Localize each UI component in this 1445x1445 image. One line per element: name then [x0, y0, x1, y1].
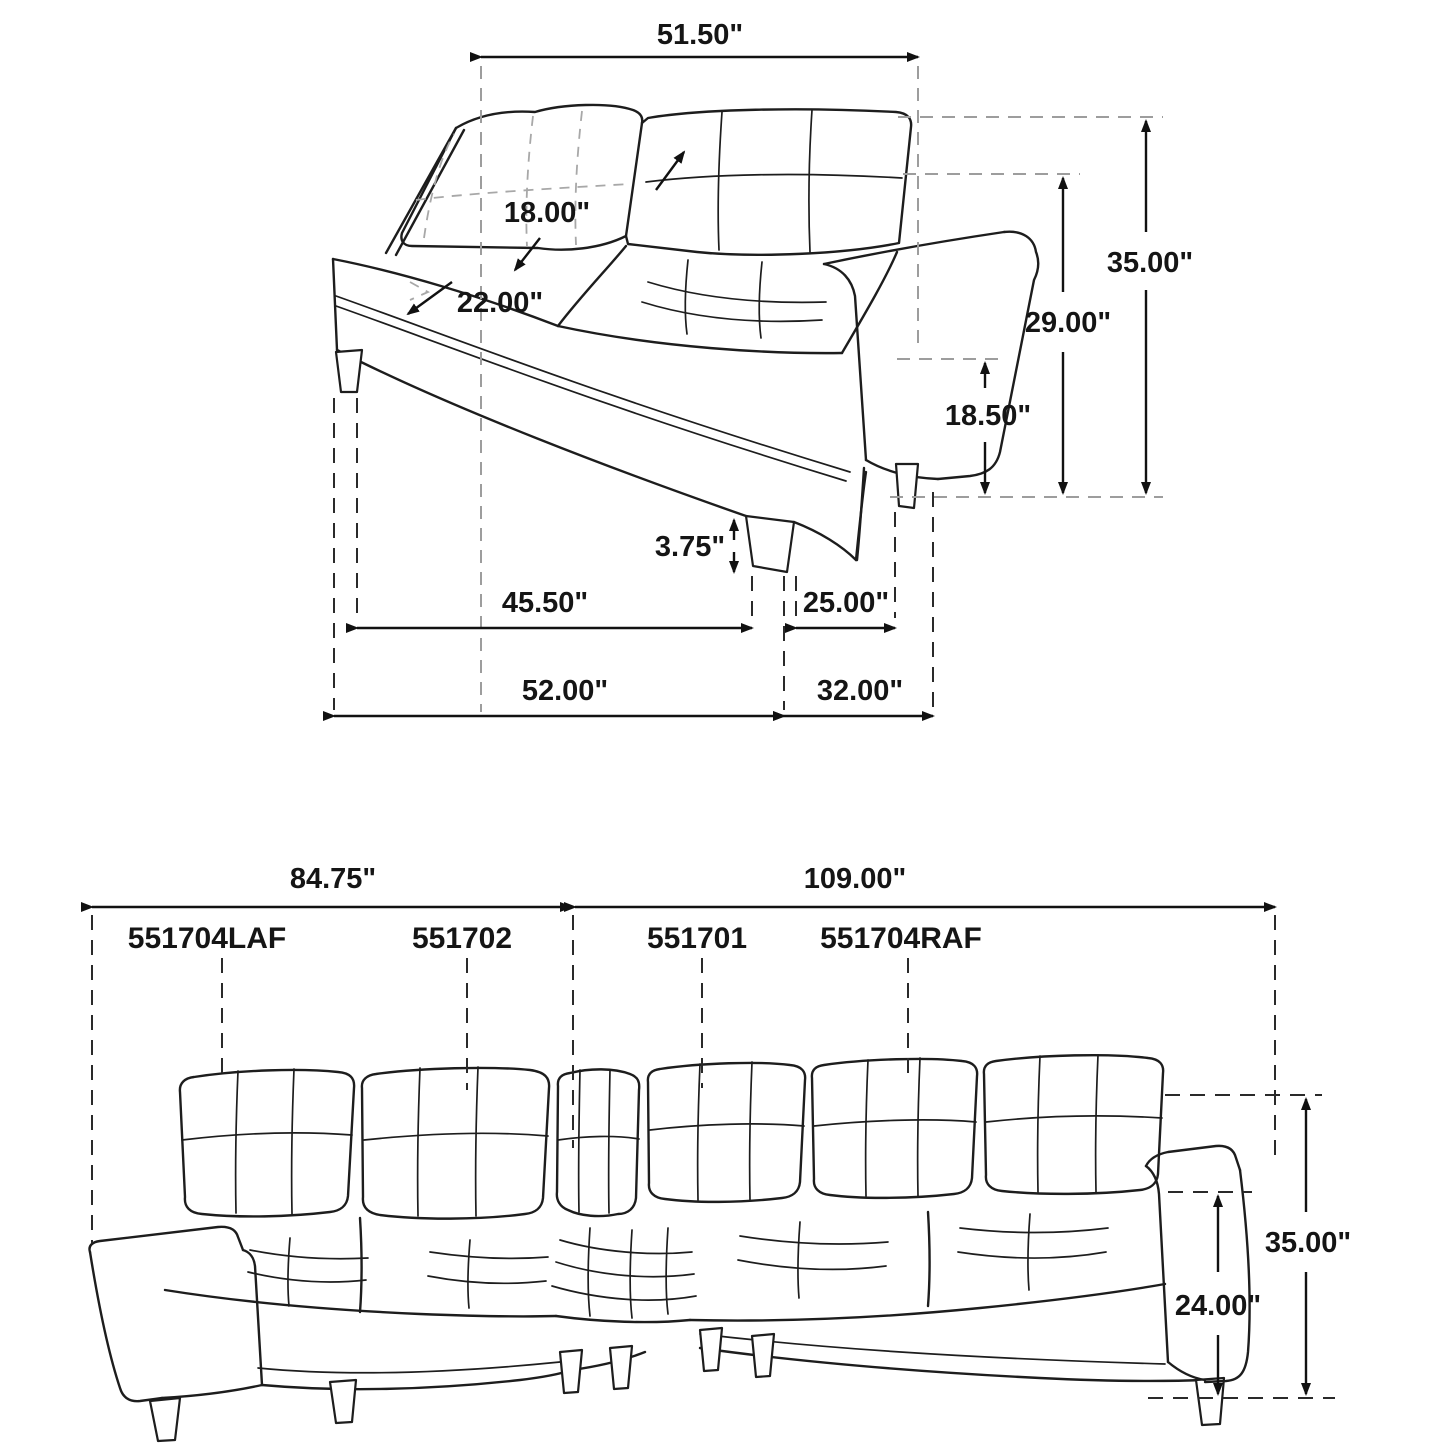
dim-back-cushion: 18.00"	[504, 150, 686, 272]
dim-sectional-overall-height: 35.00"	[1265, 1097, 1351, 1396]
base-depth-label: 25.00"	[803, 587, 889, 619]
part-labels: 551704LAF 551702 551701 551704RAF	[128, 922, 982, 955]
right-arm-length-label: 109.00"	[804, 863, 906, 895]
part-label-armless: 551701	[647, 922, 747, 955]
leg-height-label: 3.75"	[655, 531, 725, 563]
sectional-arm-height-label: 24.00"	[1175, 1290, 1261, 1322]
back-width-label: 51.50"	[657, 19, 743, 51]
dim-base-depth: 25.00"	[785, 587, 897, 633]
inside-width-label: 45.50"	[502, 587, 588, 619]
dim-back-width: 51.50"	[470, 19, 920, 62]
dim-overall-width: 52.00"	[323, 675, 786, 721]
seat-back-height-label: 29.00"	[1025, 307, 1111, 339]
sectional-reference-lines	[91, 915, 1335, 1399]
part-label-raf: 551704RAF	[820, 922, 982, 955]
dim-overall-depth: 32.00"	[773, 675, 935, 721]
dim-left-arm-length: 84.75"	[81, 863, 573, 912]
dim-leg-height: 3.75"	[655, 518, 739, 574]
back-cushion-label: 18.00"	[504, 197, 590, 229]
arm-rest-height-label: 18.50"	[945, 400, 1031, 432]
left-arm-length-label: 84.75"	[290, 863, 376, 895]
sectional-overall-height-label: 35.00"	[1265, 1227, 1351, 1259]
seat-depth-label: 22.00"	[457, 287, 543, 319]
overall-height-label: 35.00"	[1107, 247, 1193, 279]
loveseat-line-art	[331, 103, 1040, 574]
dim-seat-depth: 22.00"	[406, 281, 543, 319]
dim-overall-height: 35.00"	[1107, 119, 1193, 495]
sectional-line-art	[88, 1053, 1251, 1443]
dim-sectional-arm-height: 24.00"	[1175, 1194, 1261, 1396]
dim-inside-width: 45.50"	[346, 587, 754, 633]
part-label-laf: 551704LAF	[128, 922, 286, 955]
overall-depth-label: 32.00"	[817, 675, 903, 707]
dim-arm-rest-height: 18.50"	[945, 361, 1031, 495]
dim-right-arm-length: 109.00"	[564, 863, 1277, 912]
dim-seat-back-height: 29.00"	[1025, 176, 1111, 495]
overall-width-label: 52.00"	[522, 675, 608, 707]
part-label-corner: 551702	[412, 922, 512, 955]
loveseat-reference-lines	[333, 66, 1163, 712]
